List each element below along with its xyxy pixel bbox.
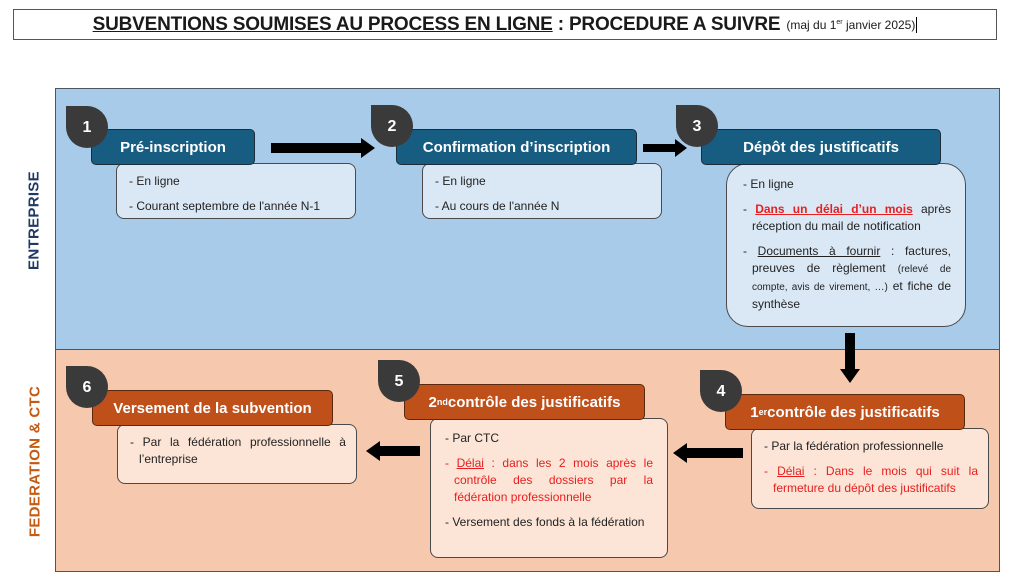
step-4-number-marker: 4 <box>700 370 742 412</box>
step-3-item: - Documents à fournir : factures, preuve… <box>743 244 951 311</box>
step-6-title: Versement de la subvention <box>113 399 312 417</box>
step-6-details: - Par la fédération professionnelle à l’… <box>117 424 357 484</box>
step-5-item: - Par CTC <box>445 431 500 445</box>
step-6-item: - Par la fédération professionnelle à l’… <box>130 435 346 466</box>
step-5-details: - Par CTC - Délai : dans les 2 mois aprè… <box>430 418 668 558</box>
step-6-number-marker: 6 <box>66 366 108 408</box>
step-1-number-marker: 1 <box>66 106 108 148</box>
title-rest: : PROCEDURE A SUIVRE <box>552 13 781 35</box>
step-3-title: Dépôt des justificatifs <box>743 138 899 156</box>
title-underlined: SUBVENTIONS SOUMISES AU PROCESS EN LIGNE <box>92 13 553 35</box>
step-4-details: - Par la fédération professionnelle - Dé… <box>751 428 989 509</box>
step-6-header: Versement de la subvention <box>92 390 333 426</box>
step-3-details: - En ligne - Dans un délai d’un mois apr… <box>726 163 966 327</box>
step-2-item: - Au cours de l'année N <box>435 199 560 213</box>
step-3-item: - Dans un délai d’un mois après réceptio… <box>743 202 951 233</box>
title-sub-sup: er <box>836 18 843 26</box>
step-1-item: - Courant septembre de l'année N-1 <box>129 199 321 213</box>
step-2-number-marker: 2 <box>371 105 413 147</box>
step-1-item: - En ligne <box>129 174 180 188</box>
text-cursor <box>916 16 918 33</box>
arrow-down-3-to-4 <box>840 333 860 383</box>
step-4-title: contrôle des justificatifs <box>767 403 940 421</box>
step-2-header: Confirmation d’inscription <box>396 129 637 165</box>
step-3-number-marker: 3 <box>676 105 718 147</box>
step-2-item: - En ligne <box>435 174 486 188</box>
title-main: SUBVENTIONS SOUMISES AU PROCESS EN LIGNE… <box>93 14 781 36</box>
step-2-details: - En ligne - Au cours de l'année N <box>422 163 662 219</box>
title-sub-prefix: (maj du 1 <box>786 17 837 32</box>
step-5-title: contrôle des justificatifs <box>447 393 621 411</box>
arrow-left-5-to-6 <box>366 441 420 461</box>
step-1-title: Pré-inscription <box>120 138 226 156</box>
step-5-number-marker: 5 <box>378 360 420 402</box>
title-sub-suffix: janvier 2025) <box>842 17 916 32</box>
title-update-date: (maj du 1er janvier 2025) <box>786 18 915 32</box>
lane-label-federation-ctc: FEDERATION & CTC <box>26 385 44 538</box>
step-2-title: Confirmation d’inscription <box>422 138 611 156</box>
step-1-header: Pré-inscription <box>91 129 255 165</box>
step-5-item: - Délai : dans les 2 mois après le contr… <box>445 456 653 504</box>
page-title: SUBVENTIONS SOUMISES AU PROCESS EN LIGNE… <box>13 9 997 40</box>
step-4-item: - Délai : Dans le mois qui suit la ferme… <box>764 464 978 495</box>
step-3-header: Dépôt des justificatifs <box>701 129 941 165</box>
arrow-left-4-to-5 <box>673 443 743 463</box>
arrow-right-1-to-2 <box>271 138 375 158</box>
step-3-item: - En ligne <box>743 177 794 191</box>
step-1-details: - En ligne - Courant septembre de l'anné… <box>116 163 356 219</box>
step-4-item: - Par la fédération professionnelle <box>764 439 944 453</box>
step-5-item: - Versement des fonds à la fédération <box>445 515 645 529</box>
lane-label-entreprise: ENTREPRISE <box>25 171 43 270</box>
arrow-right-2-to-3 <box>643 139 687 157</box>
